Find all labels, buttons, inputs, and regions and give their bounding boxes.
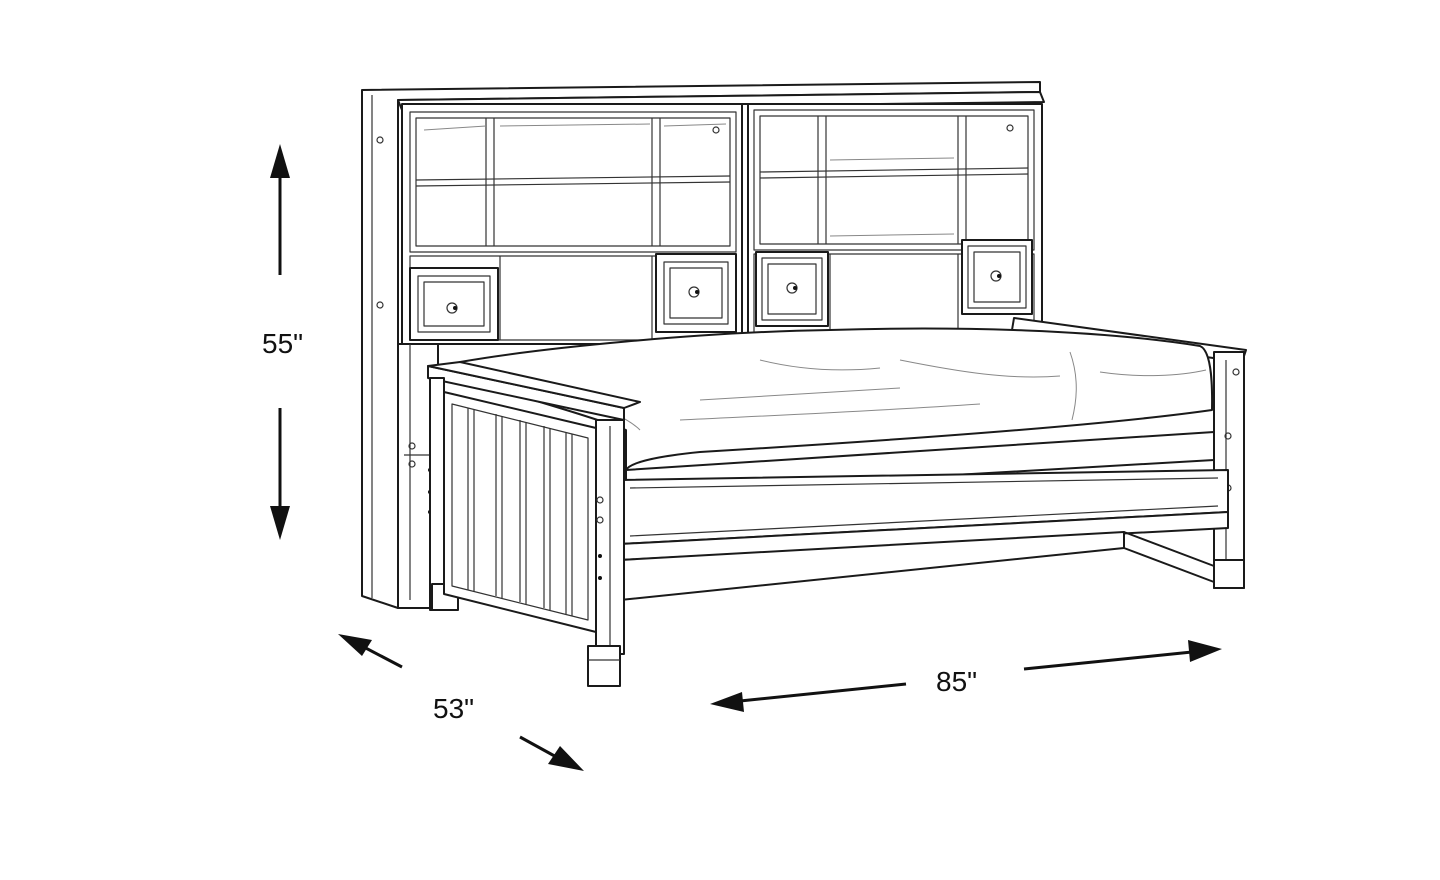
bed-side-rail	[619, 469, 1229, 601]
left-shelf-unit	[409, 111, 737, 341]
depth-dimension-arrow	[338, 634, 584, 771]
depth-dimension-label: 53"	[433, 693, 475, 724]
right-shelf-unit	[753, 109, 1035, 335]
drawer	[409, 267, 499, 341]
bed-front-end-panel	[427, 361, 641, 687]
bookcase-headboard	[361, 81, 1045, 609]
mattress	[459, 327, 1215, 495]
height-dimension-label: 55"	[262, 328, 304, 359]
drawer	[655, 253, 737, 333]
drawer	[755, 251, 829, 327]
height-dimension-arrow	[270, 144, 290, 540]
width-dimension-label: 85"	[936, 666, 978, 697]
drawer	[961, 239, 1033, 315]
width-dimension-arrow	[710, 640, 1222, 712]
